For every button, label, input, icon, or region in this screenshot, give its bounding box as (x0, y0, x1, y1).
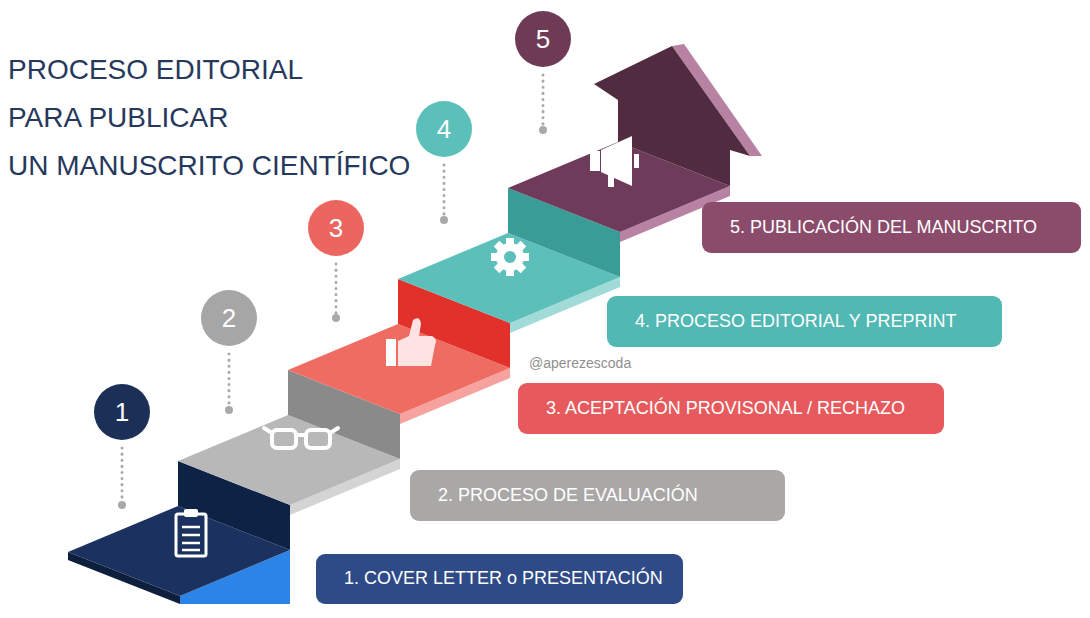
title-spacer (249, 94, 428, 142)
gear-icon (491, 238, 529, 276)
callout-number: 1 (115, 399, 129, 425)
callout-number: 5 (536, 26, 550, 52)
title-spacer (316, 46, 428, 94)
watermark: @aperezescoda (527, 355, 633, 371)
step-label: 1. COVER LETTER o PRESENTACIÓN (344, 568, 663, 590)
callout-circle: 2 (201, 290, 257, 346)
step-label-bar: 1. COVER LETTER o PRESENTACIÓN (316, 554, 683, 604)
thumbs-up-icon (386, 318, 436, 366)
step-label: 2. PROCESO DE EVALUACIÓN (438, 485, 698, 507)
megaphone-icon (590, 136, 639, 187)
leader-dots (118, 126, 547, 509)
callout-circle: 1 (94, 384, 150, 440)
glasses-icon (264, 428, 338, 448)
clipboard-icon (176, 509, 206, 556)
step-label-bar: 5. PUBLICACIÓN DEL MANUSCRITO (702, 202, 1081, 253)
step-label: 4. PROCESO EDITORIAL Y PREPRINT (635, 311, 956, 333)
callout-number: 3 (329, 215, 343, 241)
callout-circle: 5 (515, 11, 571, 67)
step-label-bar: 3. ACEPTACIÓN PROVISONAL / RECHAZO (518, 383, 944, 434)
step-label-bar: 4. PROCESO EDITORIAL Y PREPRINT (607, 296, 1002, 347)
diagram-title: PROCESO EDITORIAL PARA PUBLICAR UN MANUS… (8, 46, 428, 190)
callout-circle: 3 (308, 200, 364, 256)
step-label-bar: 2. PROCESO DE EVALUACIÓN (410, 470, 785, 521)
callout-number: 2 (222, 305, 236, 331)
callout-number: 4 (437, 116, 451, 142)
step-label: 5. PUBLICACIÓN DEL MANUSCRITO (730, 217, 1037, 239)
step-label: 3. ACEPTACIÓN PROVISONAL / RECHAZO (546, 398, 905, 420)
callout-circle: 4 (416, 101, 472, 157)
